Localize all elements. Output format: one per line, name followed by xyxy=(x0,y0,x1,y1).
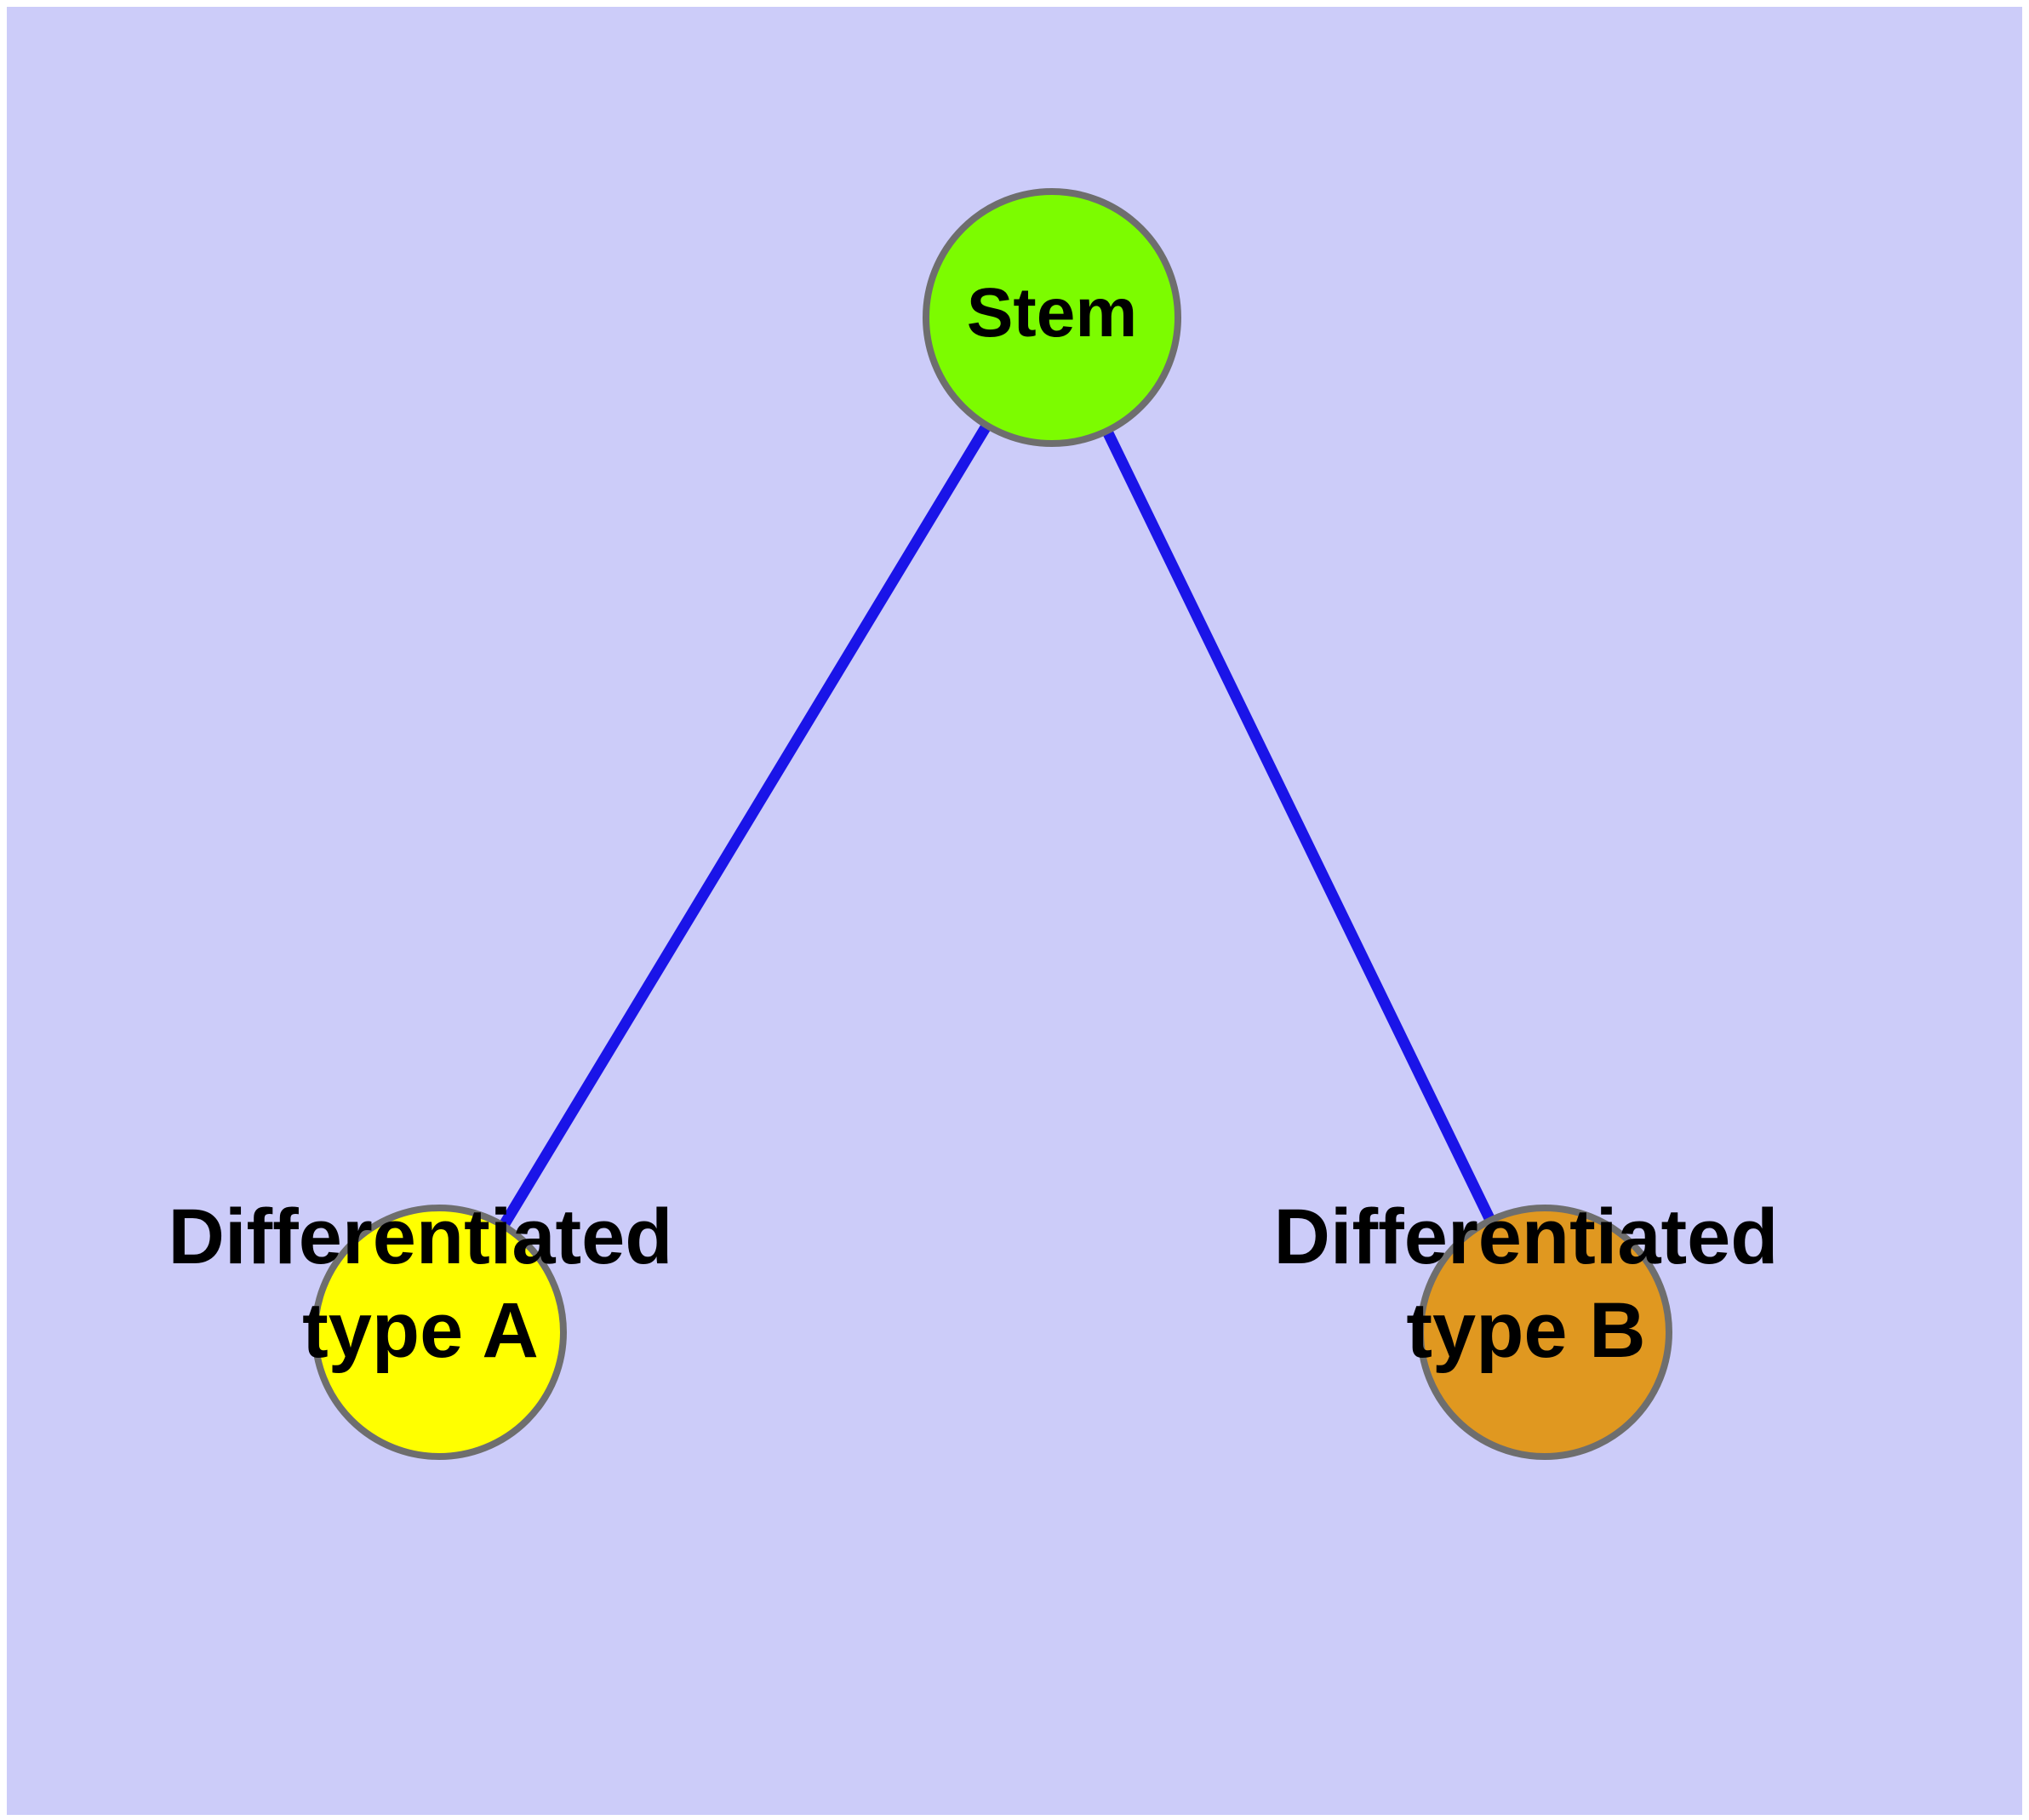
node-label-line: Differentiated xyxy=(1274,1193,1779,1280)
node-stem[interactable] xyxy=(923,188,1181,447)
nodes-group xyxy=(311,188,1672,1460)
edges-group xyxy=(499,424,1495,1228)
node-diff_a[interactable] xyxy=(311,1205,567,1460)
edge-stem-to-a[interactable] xyxy=(499,424,992,1228)
edge-stem-to-b[interactable] xyxy=(1102,430,1495,1222)
node-label-line: type A xyxy=(302,1287,539,1374)
node-label-line: Stem xyxy=(967,274,1138,352)
node-diff_b[interactable] xyxy=(1417,1205,1672,1460)
node-label-stem: Stem xyxy=(967,274,1138,352)
node-label-line: Differentiated xyxy=(169,1193,673,1280)
node-label-line: type B xyxy=(1406,1287,1645,1374)
